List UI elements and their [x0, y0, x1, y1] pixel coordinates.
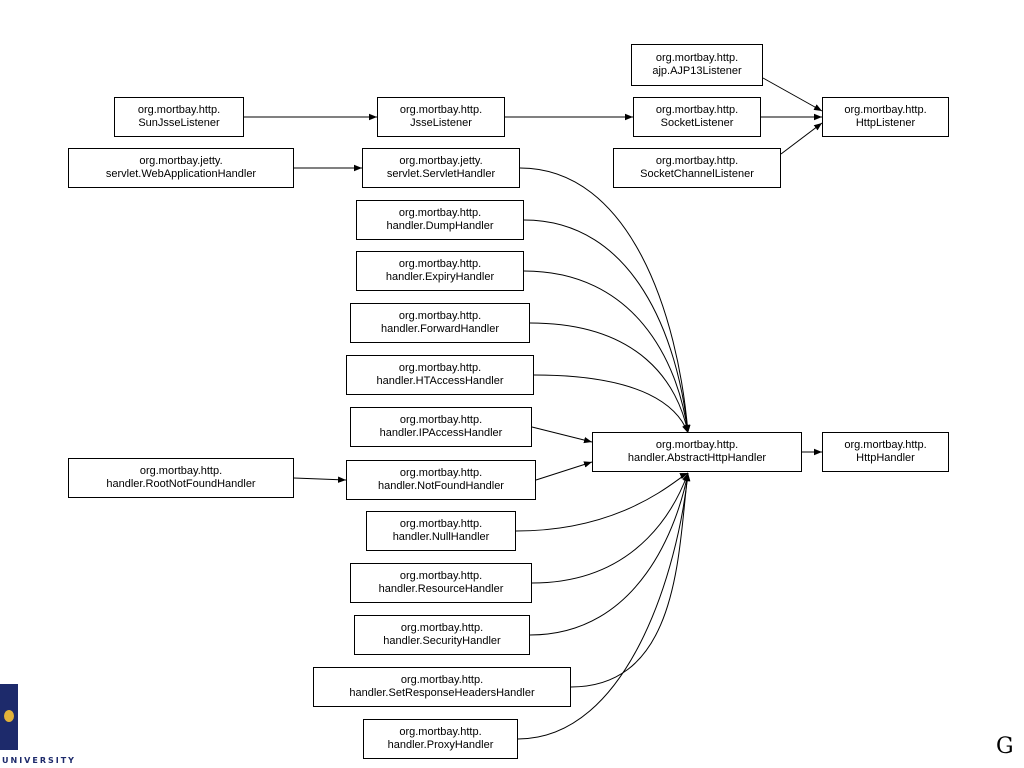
edge-htaccess-to-abstract [533, 374, 689, 434]
class-node-label-line: ajp.AJP13Listener [652, 65, 742, 77]
class-node-notfound: org.mortbay.http.handler.NotFoundHandler [346, 460, 536, 500]
class-node-label-line: SocketChannelListener [640, 168, 754, 180]
edge-socketchannel-to-httplistener [780, 122, 823, 155]
class-node-label-line: servlet.ServletHandler [386, 168, 496, 180]
class-node-label-line: org.mortbay.http. [139, 465, 223, 477]
class-node-socket: org.mortbay.http.SocketListener [633, 97, 761, 137]
university-logo-text: UNIVERSITY [2, 756, 76, 765]
edge-ipaccess-to-abstract [531, 426, 593, 444]
class-node-label-line: handler.IPAccessHandler [379, 427, 503, 439]
class-node-label-line: handler.DumpHandler [386, 220, 494, 232]
class-node-label-line: org.mortbay.http. [655, 439, 739, 451]
class-node-null: org.mortbay.http.handler.NullHandler [366, 511, 516, 551]
class-node-label-line: handler.SetResponseHeadersHandler [349, 687, 535, 699]
class-node-label-line: SunJsseListener [138, 117, 220, 129]
edge-dump-to-abstract [523, 219, 691, 434]
class-node-webapp: org.mortbay.jetty.servlet.WebApplication… [68, 148, 294, 188]
class-node-label-line: servlet.WebApplicationHandler [105, 168, 257, 180]
class-node-label-line: org.mortbay.http. [399, 467, 483, 479]
corner-glyph: G [996, 734, 1014, 759]
edge-servlet-to-abstract [519, 167, 691, 434]
class-node-ipaccess: org.mortbay.http.handler.IPAccessHandler [350, 407, 532, 447]
class-node-setresponse: org.mortbay.http.handler.SetResponseHead… [313, 667, 571, 707]
class-node-label-line: handler.AbstractHttpHandler [627, 452, 767, 464]
class-node-socketchannel: org.mortbay.http.SocketChannelListener [613, 148, 781, 188]
class-node-label-line: org.mortbay.jetty. [139, 155, 223, 167]
class-node-label-line: org.mortbay.http. [400, 674, 484, 686]
class-node-label-line: handler.ProxyHandler [387, 739, 494, 751]
class-node-proxy: org.mortbay.http.handler.ProxyHandler [363, 719, 518, 759]
class-node-security: org.mortbay.http.handler.SecurityHandler [354, 615, 530, 655]
class-node-label-line: handler.ResourceHandler [378, 583, 504, 595]
class-node-label-line: JsseListener [410, 117, 472, 129]
class-node-label-line: org.mortbay.http. [398, 258, 482, 270]
class-node-label-line: org.mortbay.http. [399, 726, 482, 738]
class-node-label-line: org.mortbay.http. [655, 52, 739, 64]
class-node-label-line: org.mortbay.http. [399, 104, 483, 116]
class-node-label-line: handler.ForwardHandler [380, 323, 499, 335]
class-node-label-line: org.mortbay.http. [137, 104, 221, 116]
class-node-label-line: org.mortbay.http. [844, 104, 927, 116]
class-node-label-line: org.mortbay.http. [398, 207, 482, 219]
edge-resource-to-abstract [531, 472, 689, 584]
class-node-label-line: org.mortbay.http. [398, 310, 482, 322]
class-node-label-line: handler.NullHandler [392, 531, 490, 543]
class-node-servlet: org.mortbay.jetty.servlet.ServletHandler [362, 148, 520, 188]
class-node-label-line: org.mortbay.http. [400, 622, 484, 634]
class-node-label-line: handler.SecurityHandler [383, 635, 501, 647]
class-node-label-line: handler.RootNotFoundHandler [106, 478, 256, 490]
edge-setresponse-to-abstract [570, 472, 691, 688]
class-node-label-line: handler.NotFoundHandler [378, 480, 504, 492]
class-node-label-line: org.mortbay.http. [844, 439, 927, 451]
edge-security-to-abstract [529, 472, 690, 636]
class-node-label-line: org.mortbay.http. [655, 155, 739, 167]
class-node-label-line: HttpHandler [856, 452, 915, 464]
class-node-label-line: org.mortbay.http. [399, 414, 483, 426]
class-node-resource: org.mortbay.http.handler.ResourceHandler [350, 563, 532, 603]
class-node-label-line: handler.ExpiryHandler [385, 271, 495, 283]
class-node-label-line: org.mortbay.http. [655, 104, 739, 116]
class-node-label-line: org.mortbay.http. [399, 570, 483, 582]
class-node-expiry: org.mortbay.http.handler.ExpiryHandler [356, 251, 524, 291]
class-node-abstract: org.mortbay.http.handler.AbstractHttpHan… [592, 432, 802, 472]
class-node-rootnotfound: org.mortbay.http.handler.RootNotFoundHan… [68, 458, 294, 498]
edge-forward-to-abstract [529, 322, 690, 434]
class-node-jsse: org.mortbay.http.JsseListener [377, 97, 505, 137]
class-node-label-line: org.mortbay.jetty. [399, 155, 483, 167]
edge-notfound-to-abstract [535, 461, 593, 481]
class-node-httphandler: org.mortbay.http.HttpHandler [822, 432, 949, 472]
edge-proxy-to-abstract [517, 472, 691, 740]
class-node-dump: org.mortbay.http.handler.DumpHandler [356, 200, 524, 240]
class-node-label-line: org.mortbay.http. [399, 518, 483, 530]
class-node-forward: org.mortbay.http.handler.ForwardHandler [350, 303, 530, 343]
university-crest [0, 684, 18, 750]
edge-expiry-to-abstract [523, 270, 691, 434]
edge-rootnotfound-to-notfound [293, 476, 347, 483]
class-node-ajp13: org.mortbay.http.ajp.AJP13Listener [631, 44, 763, 86]
class-node-label-line: handler.HTAccessHandler [376, 375, 504, 387]
university-logo: UNIVERSITY [0, 684, 100, 768]
edge-ajp13-to-httplistener [762, 77, 823, 112]
class-node-label-line: HttpListener [855, 117, 916, 129]
class-node-htaccess: org.mortbay.http.handler.HTAccessHandler [346, 355, 534, 395]
class-node-sunjsse: org.mortbay.http.SunJsseListener [114, 97, 244, 137]
class-node-label-line: org.mortbay.http. [398, 362, 482, 374]
class-node-label-line: SocketListener [660, 117, 734, 129]
edge-null-to-abstract [515, 472, 689, 532]
class-node-httplistener: org.mortbay.http.HttpListener [822, 97, 949, 137]
